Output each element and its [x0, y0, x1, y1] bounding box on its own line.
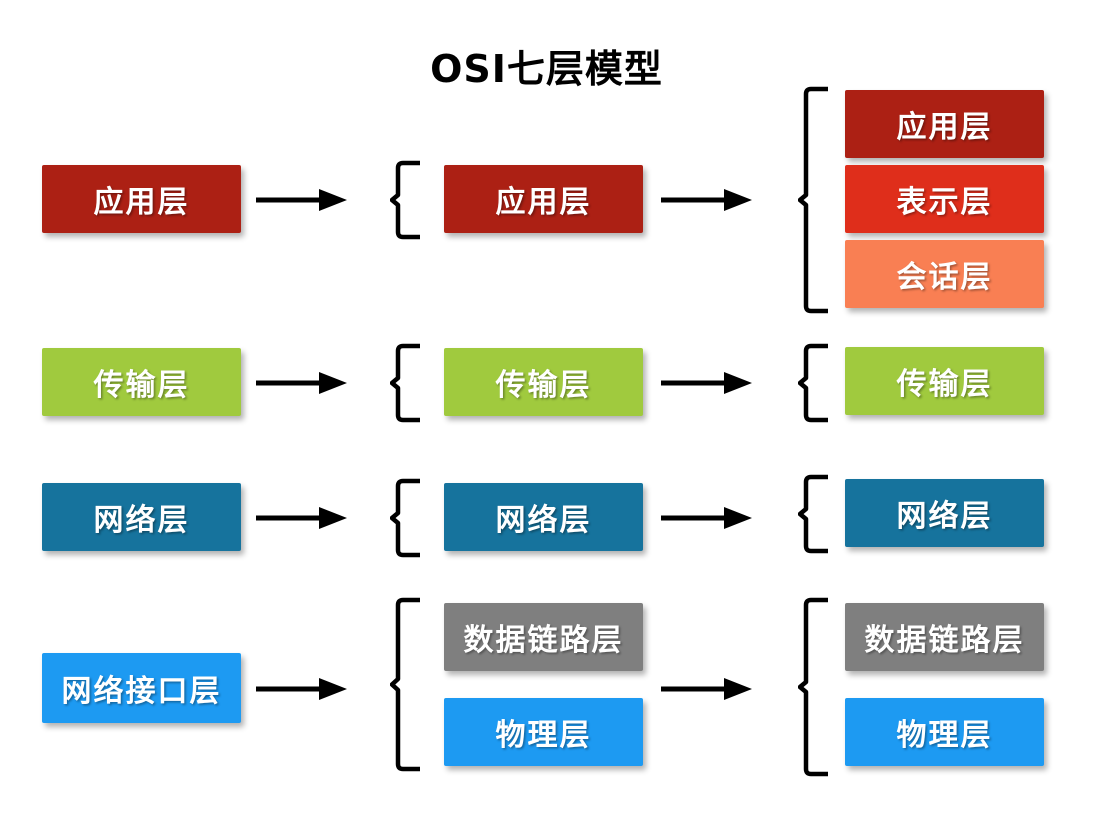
col3-datalink-box: 数据链路层: [845, 603, 1044, 671]
col3-presentation-box: 表示层: [845, 165, 1044, 233]
arrow-icon: [658, 503, 754, 533]
brace-icon: [798, 343, 830, 423]
arrow-icon: [253, 674, 349, 704]
arrow-icon: [253, 368, 349, 398]
diagram-title: OSI七层模型: [430, 47, 663, 91]
col2-physical-box: 物理层: [444, 698, 643, 766]
col1-transport-box: 传输层: [42, 348, 241, 416]
arrow-icon: [253, 185, 349, 215]
col3-physical-box: 物理层: [845, 698, 1044, 766]
col3-transport-box: 传输层: [845, 347, 1044, 415]
col3-application-box: 应用层: [845, 90, 1044, 158]
arrow-icon: [658, 674, 754, 704]
brace-icon: [798, 597, 830, 777]
col3-network-box: 网络层: [845, 479, 1044, 547]
col2-application-box: 应用层: [444, 165, 643, 233]
brace-icon: [798, 474, 830, 554]
col1-network-interface-box: 网络接口层: [42, 653, 241, 723]
col2-network-box: 网络层: [444, 483, 643, 551]
brace-icon: [390, 478, 422, 558]
brace-icon: [798, 86, 830, 314]
col3-session-box: 会话层: [845, 240, 1044, 308]
col2-transport-box: 传输层: [444, 348, 643, 416]
arrow-icon: [253, 503, 349, 533]
arrow-icon: [658, 368, 754, 398]
col1-application-box: 应用层: [42, 165, 241, 233]
arrow-icon: [658, 185, 754, 215]
brace-icon: [390, 343, 422, 423]
col1-network-box: 网络层: [42, 483, 241, 551]
brace-icon: [390, 160, 422, 240]
brace-icon: [390, 597, 422, 772]
col2-datalink-box: 数据链路层: [444, 603, 643, 671]
